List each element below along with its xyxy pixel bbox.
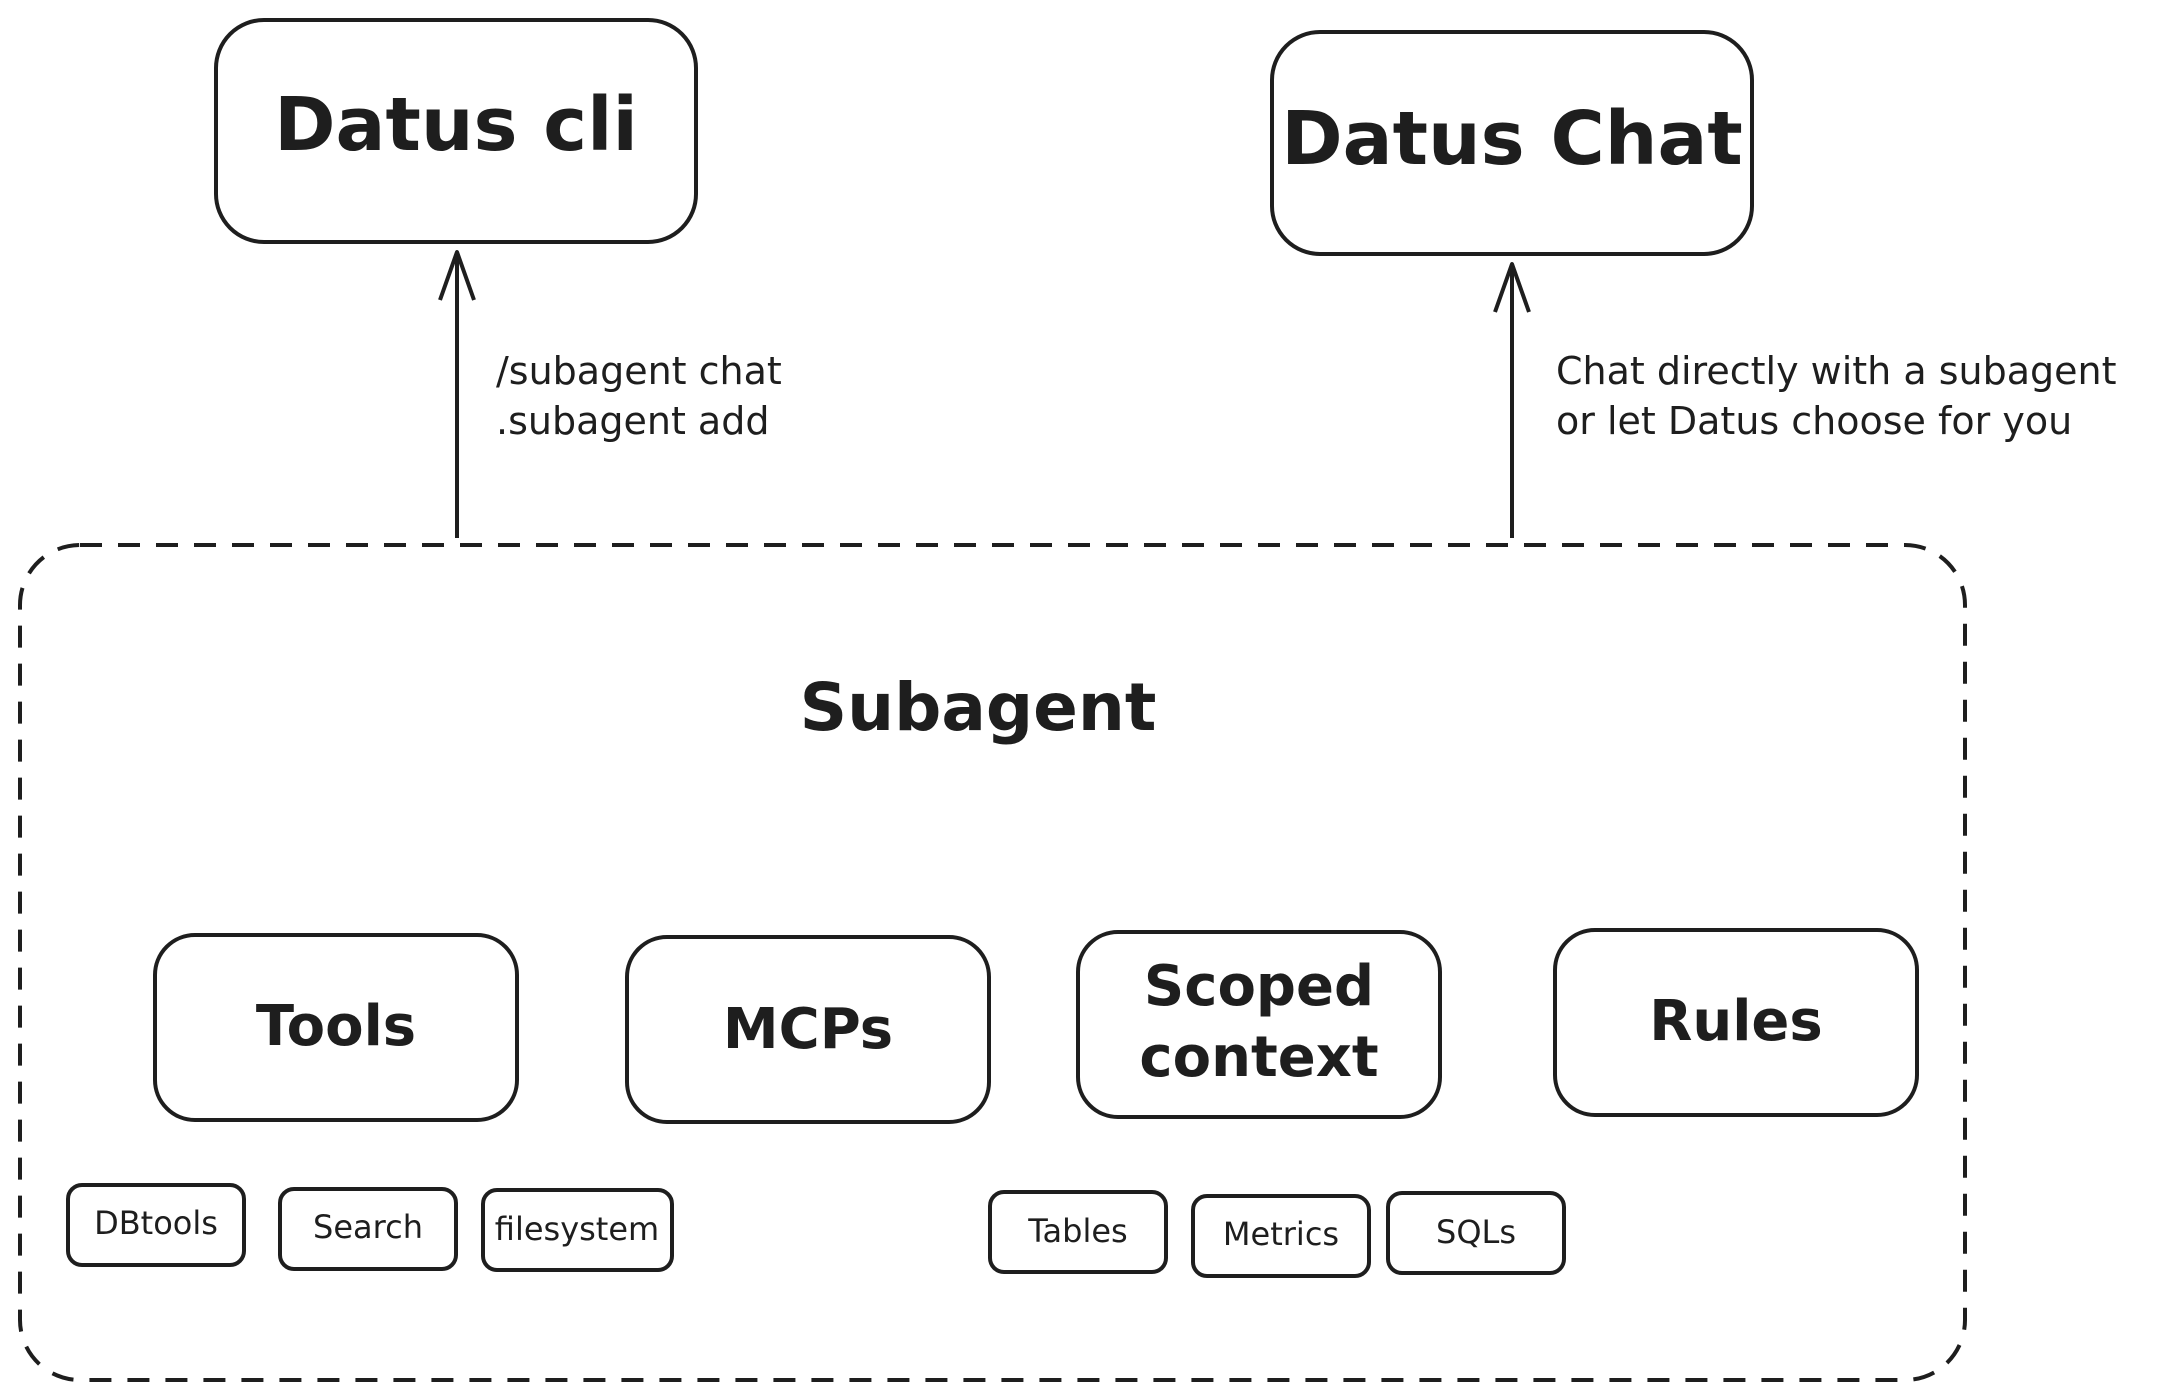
datus-chat-node: Datus Chat bbox=[1270, 30, 1754, 256]
chip-filesystem: filesystem bbox=[481, 1188, 674, 1272]
chip-metrics: Metrics bbox=[1191, 1194, 1371, 1278]
chat-edge-label-line2: or let Datus choose for you bbox=[1556, 399, 2072, 443]
datus-cli-node: Datus cli bbox=[214, 18, 698, 244]
mcps-label: MCPs bbox=[723, 997, 893, 1062]
subagent-title: Subagent bbox=[800, 669, 1157, 746]
scoped-context-label-line1: Scoped bbox=[1144, 954, 1374, 1019]
tools-label: Tools bbox=[256, 994, 416, 1059]
scoped-context-label-line2: context bbox=[1139, 1025, 1378, 1090]
cli-edge-label-line2: .subagent add bbox=[496, 399, 769, 443]
tools-node: Tools bbox=[153, 933, 519, 1122]
chat-edge-label-line1: Chat directly with a subagent bbox=[1556, 349, 2116, 393]
chip-sqls-label: SQLs bbox=[1436, 1213, 1516, 1251]
rules-label: Rules bbox=[1649, 989, 1823, 1054]
chip-search: Search bbox=[278, 1187, 458, 1271]
arrow-to-chat bbox=[1493, 262, 1531, 538]
chip-metrics-label: Metrics bbox=[1223, 1215, 1339, 1253]
datus-cli-label: Datus cli bbox=[274, 82, 638, 168]
chip-tables: Tables bbox=[988, 1190, 1168, 1274]
subagent-container bbox=[18, 543, 1967, 1382]
chip-sqls: SQLs bbox=[1386, 1191, 1566, 1275]
datus-chat-label: Datus Chat bbox=[1281, 96, 1743, 182]
arrow-to-cli bbox=[438, 250, 476, 538]
chip-dbtools-label: DBtools bbox=[94, 1204, 218, 1242]
cli-edge-label-line1: /subagent chat bbox=[496, 349, 782, 393]
chip-tables-label: Tables bbox=[1027, 1212, 1127, 1250]
chip-search-label: Search bbox=[313, 1208, 423, 1246]
rules-node: Rules bbox=[1553, 928, 1919, 1117]
chip-dbtools: DBtools bbox=[66, 1183, 246, 1267]
mcps-node: MCPs bbox=[625, 935, 991, 1124]
scoped-context-node: Scoped context bbox=[1076, 930, 1442, 1119]
chip-filesystem-label: filesystem bbox=[495, 1210, 659, 1248]
